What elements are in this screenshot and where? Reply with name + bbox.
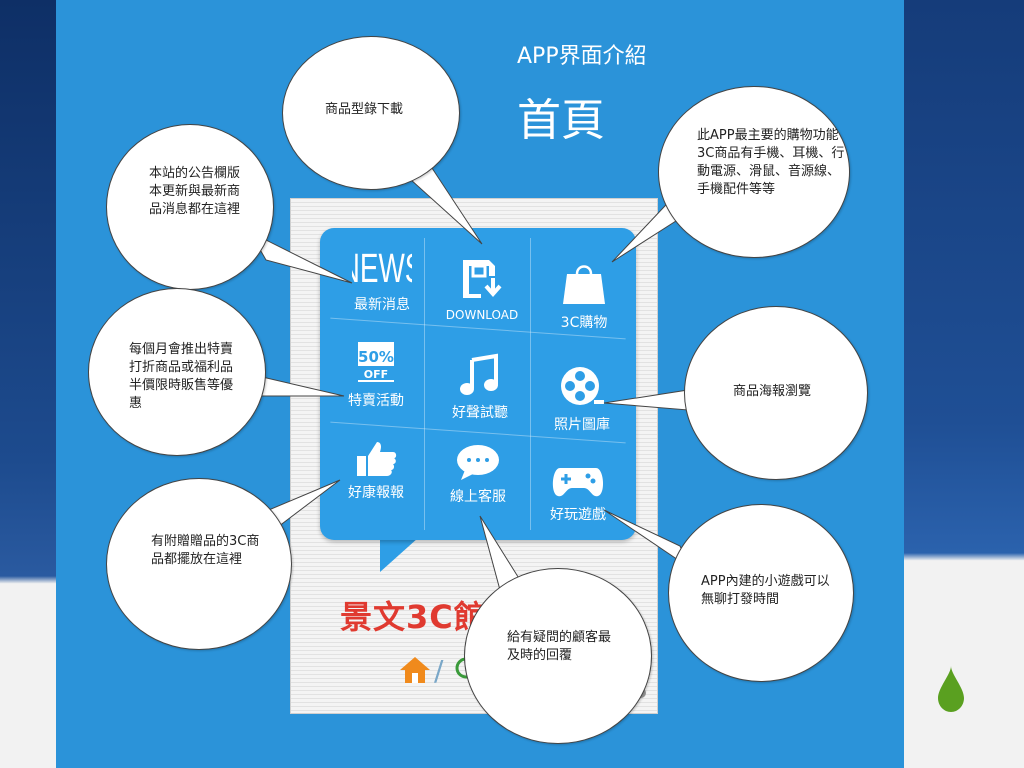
menu-item-shopping[interactable]: 3C購物: [534, 258, 634, 332]
chat-bubble-icon: [457, 445, 499, 480]
menu-item-music[interactable]: 好聲試聽: [430, 352, 530, 422]
menu-label: 特賣活動: [348, 393, 404, 409]
menu-item-games[interactable]: 好玩遊戲: [528, 460, 628, 524]
news-icon: NEWS: [352, 246, 412, 290]
svg-text:NEWS: NEWS: [352, 246, 412, 290]
callout-deals: 有附贈贈品的3C商品都擺放在這裡: [106, 478, 292, 650]
menu-item-sale[interactable]: 50% OFF 特賣活動: [326, 338, 426, 410]
app-menu-grid: NEWS 最新消息 DOWNLOAD 3C購物 50%: [320, 228, 636, 540]
menu-label: 線上客服: [450, 489, 506, 505]
thumbs-up-icon: [357, 442, 397, 476]
divider-slash: /: [434, 654, 444, 687]
callout-news: 本站的公告欄版本更新與最新商品消息都在這裡: [106, 124, 274, 290]
callout-shopping: 此APP最主要的購物功能 3C商品有手機、耳機、行動電源、滑鼠、音源線、手機配件…: [658, 86, 852, 258]
film-reel-icon: [561, 367, 604, 405]
callout-gallery: 商品海報瀏覽: [684, 306, 868, 480]
menu-item-gallery[interactable]: 照片圖庫: [532, 364, 632, 434]
sale-tag-icon: 50% OFF: [358, 342, 394, 382]
menu-label: DOWNLOAD: [445, 308, 519, 322]
pointer-gallery: [603, 389, 689, 411]
slide-title: 首頁: [517, 95, 605, 146]
menu-item-deals[interactable]: 好康報報: [326, 438, 426, 502]
menu-item-news[interactable]: NEWS 最新消息: [332, 246, 432, 314]
menu-item-download[interactable]: DOWNLOAD: [432, 254, 532, 322]
svg-text:50%: 50%: [358, 348, 394, 366]
slide-subtitle: APP界面介紹: [517, 44, 647, 69]
menu-label: 3C購物: [560, 315, 608, 331]
menu-label: 最新消息: [354, 297, 410, 313]
menu-label: 照片圖庫: [554, 417, 610, 433]
left-decoration: [0, 0, 56, 768]
callout-games: APP內建的小遊戲可以無聊打發時間: [668, 504, 854, 682]
callout-service: 給有疑問的顧客最及時的回覆: [464, 568, 652, 744]
leaf-icon: [938, 666, 964, 712]
download-icon: [463, 260, 502, 298]
grid-divider: [424, 238, 425, 530]
music-note-icon: [460, 353, 498, 395]
menu-item-service[interactable]: 線上客服: [428, 442, 528, 506]
menu-bubble-tail: [380, 538, 418, 572]
callout-sale: 每個月會推出特賣打折商品或福利品半價限時販售等優惠: [88, 288, 266, 456]
pointer-sale: [257, 375, 345, 397]
grid-divider: [530, 238, 531, 530]
shopping-bag-icon: [563, 265, 605, 304]
gamepad-icon: [552, 468, 604, 497]
menu-label: 好玩遊戲: [550, 507, 606, 523]
svg-text:OFF: OFF: [364, 368, 388, 381]
callout-download: 商品型錄下載: [282, 36, 460, 190]
right-decoration: [904, 0, 1024, 768]
menu-label: 好康報報: [348, 485, 404, 501]
home-icon[interactable]: [398, 655, 432, 685]
menu-label: 好聲試聽: [452, 405, 508, 421]
app-brand-name: 景文3C館: [340, 598, 487, 636]
